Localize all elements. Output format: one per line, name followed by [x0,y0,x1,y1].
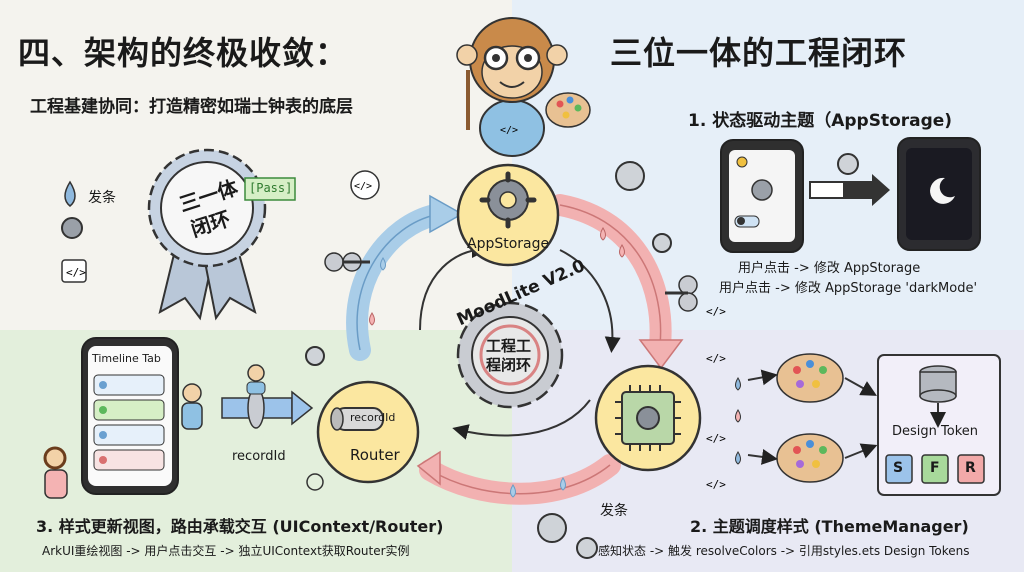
inner-arrow-2 [559,249,621,353]
node-router [316,380,420,484]
code-tag-2: </> [706,432,726,445]
design-token-panel [877,354,1001,496]
gear-icon [61,217,83,239]
center-gear-line2: 程闭环 [486,356,532,374]
code-icon [61,259,87,283]
section1-caption-1: 用户点击 -> 修改 AppStorage [738,261,921,276]
token-f: F [930,460,940,476]
windup-key-right-icon [665,275,698,312]
section3-heading: 3. 样式更新视图，路由承载交互 (UIContext/Router) [36,517,444,536]
drop-icon [64,180,76,207]
girl-figure-icon [43,446,68,499]
section2-heading: 2. 主题调度样式 (ThemeManager) [690,517,969,536]
section3-caption: ArkUI重绘视图 -> 用户点击交互 -> 独立UIContext获取Rout… [42,544,410,558]
monkey-mascot-icon: </> [456,17,591,157]
flow-arrow-blue-left [346,194,464,361]
code-tag-1: </> [706,352,726,365]
title-right: 三位一体的工程闭环 [610,34,908,72]
svg-text:</>: </> [354,181,372,192]
gear-icon-float-2 [652,233,672,253]
token-r-box [957,454,985,484]
palette-icon-2 [776,433,844,483]
token-s: S [893,460,904,476]
toggle-arrow-icon [809,174,890,206]
pipe-param: recordId [232,449,286,464]
spring-label: 发条 [600,503,628,519]
token-s-box [885,454,913,484]
gear-icon-float-5 [576,537,598,559]
windup-key-left-icon [324,252,370,272]
user-figure-icon [181,383,203,430]
phone-light-mode [720,139,804,253]
user-small-icon [246,364,266,395]
drops-section2-red [735,409,741,423]
droplets-red [369,227,625,326]
center-gear-icon [456,301,564,409]
section1-heading: 1. 状态驱动主题（AppStorage) [688,111,953,131]
palette-icon-1 [776,353,844,403]
gear-icon-float-4 [537,513,567,543]
flow-arrow-red-top [549,194,684,370]
flow-arrow-red-bottom [416,450,621,505]
token-f-box [921,454,949,484]
phone-title: Timeline Tab [92,352,161,365]
section1-caption-2: 用户点击 -> 修改 AppStorage 'darkMode' [719,281,978,296]
title-left: 四、架构的终极收敛： [18,34,349,72]
droplets-blue [380,257,566,498]
gear-icon-float-6 [837,153,859,175]
design-token-label: Design Token [892,424,979,439]
drops-section2 [735,377,741,465]
gear-icon-float-3 [305,346,325,366]
node-appstorage [456,163,560,267]
svg-text:</>: </> [66,266,86,279]
token-r: R [965,460,976,476]
section2-caption: 感知状态 -> 触发 resolveColors -> 引用styles.ets… [598,544,970,558]
legend-drop-label: 发条 [88,190,116,206]
code-bubble-icon [350,170,380,200]
inner-arrow-3 [452,399,591,440]
pass-badge-icon [147,148,296,321]
pipe-router-icon [221,387,314,429]
appstorage-label: AppStorage [467,236,550,252]
code-tag-4: </> [706,305,726,318]
token-arrows [747,369,878,465]
gear-icon-float-1 [615,161,645,191]
badge-pass-tag: [Pass] [249,181,293,195]
subtitle: 工程基建协同：打造精密如瑞士钟表的底层 [30,97,353,117]
center-gear-line1: 工程工 [486,337,532,355]
router-label: Router [350,446,400,464]
phone-dark-mode [897,137,981,251]
code-tag-3: </> [706,478,726,491]
node-theme-chip [594,364,702,472]
phone-timeline [81,337,179,495]
svg-text:</>: </> [500,125,518,136]
refresh-icon [306,473,324,491]
router-param: recordId [350,411,396,424]
